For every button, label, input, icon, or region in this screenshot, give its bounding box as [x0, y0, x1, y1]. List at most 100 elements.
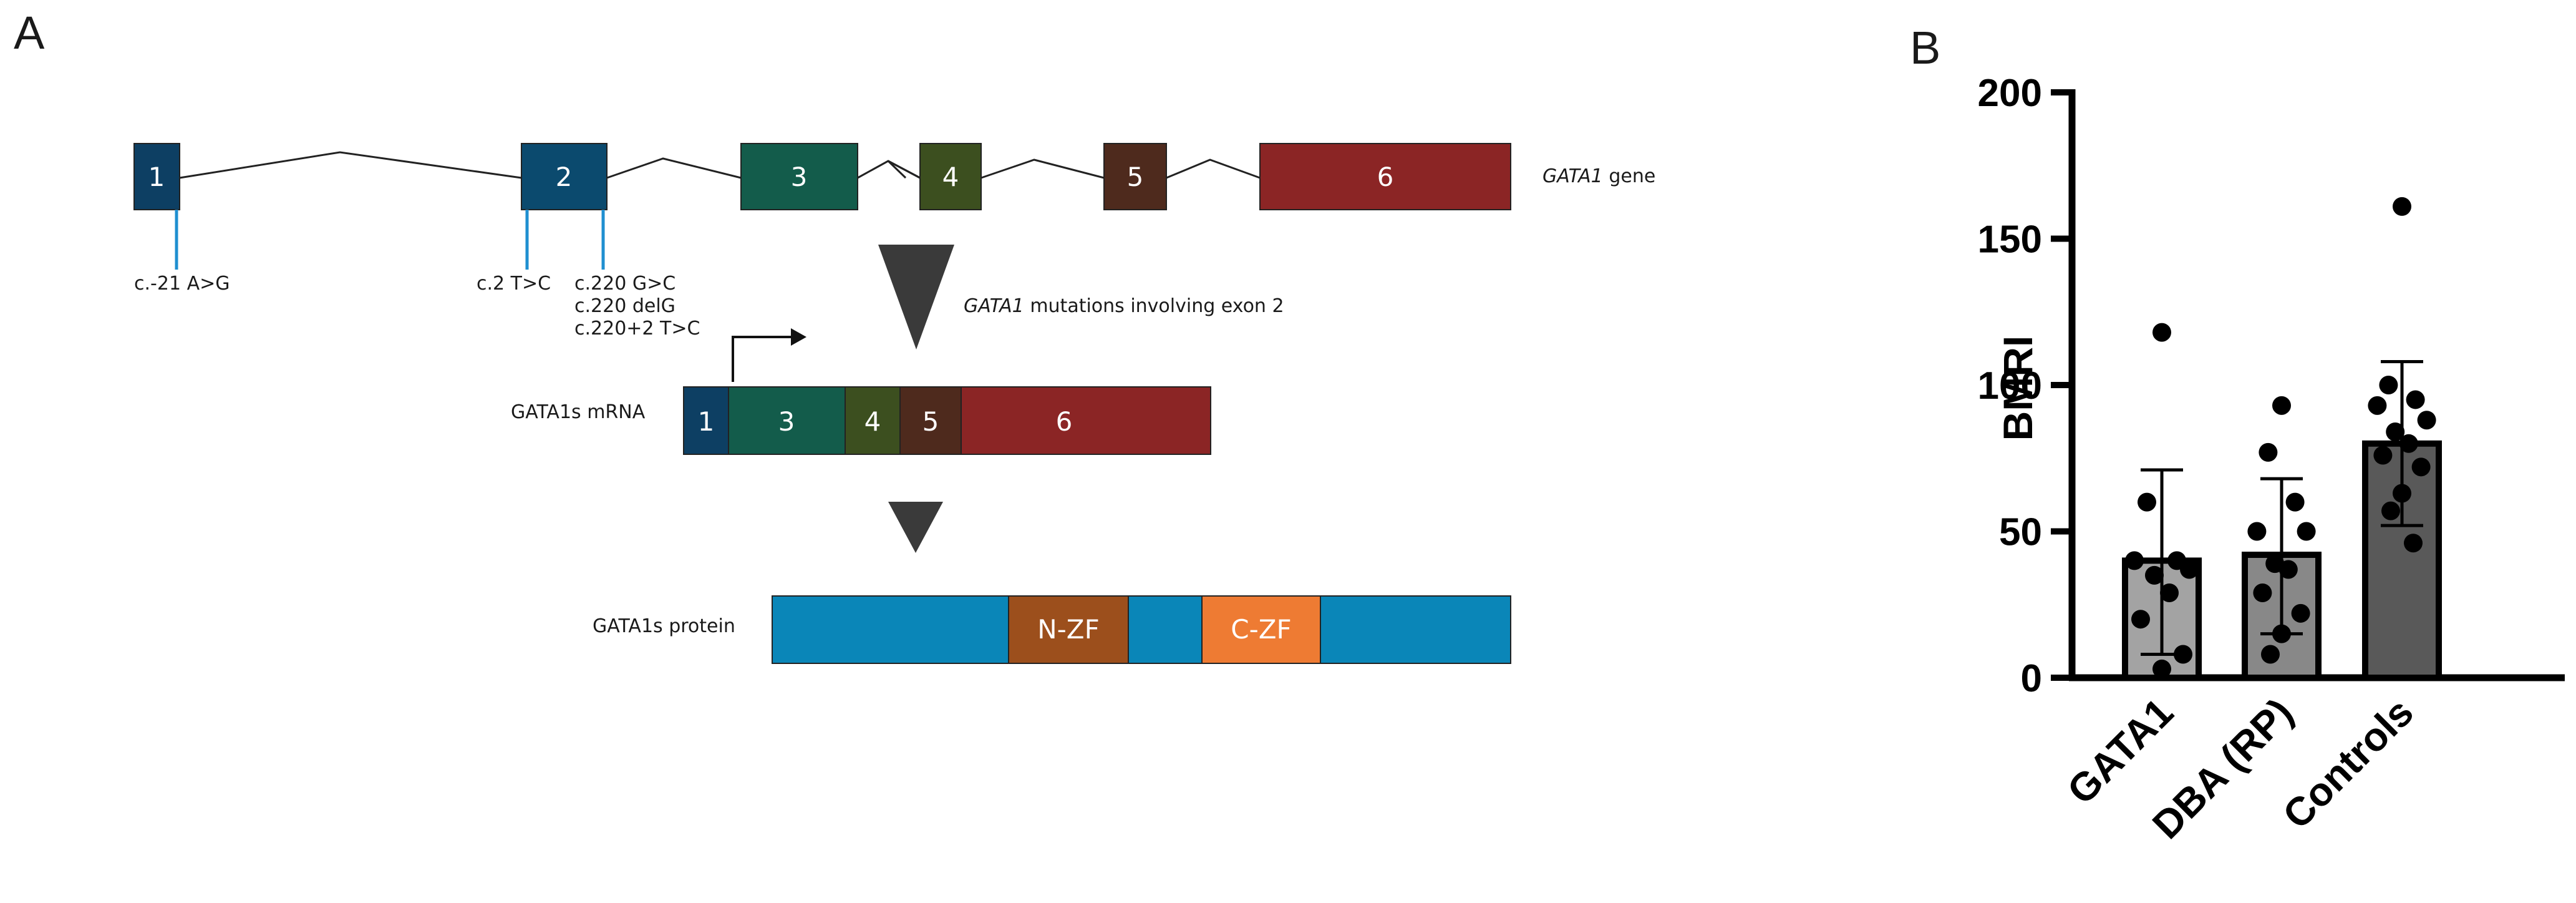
exon-1-label: 1 [148, 162, 165, 192]
exon-5-label: 5 [1127, 162, 1144, 192]
exon-2-label: 2 [556, 162, 573, 192]
data-point-2-8 [2253, 583, 2272, 602]
intron-2-3 [606, 157, 742, 179]
y-tick-label: 0 [2021, 657, 2042, 700]
y-axis-title: BMRI [1995, 336, 2041, 441]
data-point-3-4 [2368, 396, 2387, 415]
data-point-2-2 [2259, 442, 2278, 462]
data-point-2-7 [2278, 560, 2298, 579]
gene-exon-3: 3 [740, 143, 858, 210]
data-point-1-10 [2152, 659, 2171, 678]
mutation-label-c220-2: c.220 delG [574, 295, 675, 317]
gene-exon-4: 4 [919, 143, 982, 210]
mrna-exon-6-box [961, 386, 1211, 455]
exon-1-box [133, 143, 180, 210]
intron-1-2 [179, 151, 522, 179]
data-point-1-4 [2125, 551, 2144, 570]
exon-3-label: 3 [791, 162, 808, 192]
mrna-exons: 1 3 4 5 6 [683, 386, 1211, 455]
data-point-3-9 [2411, 457, 2431, 477]
mrna-exon-6-label: 6 [1056, 406, 1073, 437]
mrna-exon-1-label: 1 [698, 406, 715, 437]
mrna-exon-3-label: 3 [778, 406, 795, 437]
gene-label-rest: gene [1603, 165, 1656, 187]
gene-label-italic: GATA1 [1542, 165, 1603, 187]
data-point-2-10 [2272, 624, 2291, 643]
protein-label: GATA1s protein [593, 615, 735, 637]
protein: N-ZF C-ZF [772, 595, 1511, 664]
data-point-3-10 [2393, 484, 2411, 503]
panel-a-letter: A [14, 7, 45, 59]
data-point-2-5 [2297, 522, 2316, 541]
mrna-exon-5-box [899, 386, 962, 455]
data-point-3-3 [2406, 390, 2425, 409]
domain-c-zf-box [1201, 595, 1321, 664]
mrna-exon-4-label: 4 [864, 406, 881, 437]
data-point-1-7 [2160, 583, 2179, 602]
data-point-2-4 [2247, 522, 2267, 541]
gene-label: GATA1 gene [1542, 165, 1655, 187]
y-tick-label: 100 [1978, 364, 2042, 408]
gene-exon-5: 5 [1103, 143, 1167, 210]
gene-exons: 1 2 3 4 5 6 [133, 143, 1511, 210]
data-point-1-9 [2174, 645, 2192, 664]
data-point-1-8 [2131, 610, 2150, 629]
down-arrow-large [878, 245, 954, 349]
arrow-label: GATA1 mutations involving exon 2 [964, 295, 1284, 317]
y-tick-label: 50 [1999, 511, 2042, 554]
exon-6-box [1259, 143, 1511, 210]
x-tick-label-1: GATA1 [2058, 690, 2182, 813]
exon-2-box [521, 143, 608, 210]
arrow-label-italic: GATA1 [964, 295, 1024, 317]
gene-exon-6: 6 [1259, 143, 1511, 210]
data-point-3-6 [2386, 422, 2405, 442]
intron-lines [179, 151, 1261, 179]
data-point-3-1 [2393, 197, 2411, 216]
mutation-label-exon1: c.-21 A>G [134, 273, 230, 295]
panel-a: A 1 2 3 4 [14, 7, 1655, 664]
mrna-exon-4-box [845, 386, 901, 455]
mutation-label-c2: c.2 T>C [477, 273, 551, 295]
mutation-label-c220-1: c.220 G>C [574, 273, 675, 295]
exon-4-label: 4 [942, 162, 959, 192]
gene-exon-1: 1 [133, 143, 180, 210]
tss-head [791, 328, 806, 346]
data-point-2-1 [2272, 396, 2291, 415]
data-point-1-6 [2145, 565, 2164, 585]
transcription-start-arrow [732, 328, 806, 382]
gene-exon-2: 2 [521, 143, 608, 210]
data-point-3-12 [2404, 534, 2423, 553]
y-tick-label: 200 [1978, 72, 2042, 115]
bar-3 [2362, 440, 2442, 681]
error-bars [2141, 359, 2423, 656]
intron-4-5 [981, 159, 1105, 179]
intron-3-4 [857, 160, 921, 179]
exon-6-label: 6 [1377, 162, 1394, 192]
mrna-label: GATA1s mRNA [511, 401, 646, 423]
data-point-3-11 [2381, 501, 2400, 520]
panel-b-letter: B [1910, 22, 1940, 74]
intron-5-6 [1166, 159, 1261, 179]
data-point-1-2 [2138, 492, 2156, 512]
tss-line [732, 336, 795, 382]
exon-4-box [919, 143, 982, 210]
data-point-2-11 [2261, 645, 2280, 664]
data-point-2-3 [2285, 492, 2305, 512]
data-point-2-9 [2291, 603, 2310, 623]
domain-c-zf-label: C-ZF [1231, 614, 1291, 645]
exon-5-box [1103, 143, 1167, 210]
mrna-exon-5-label: 5 [922, 406, 939, 437]
protein-bar [772, 595, 1511, 664]
data-point-3-2 [2379, 376, 2398, 394]
domain-n-zf-label: N-ZF [1037, 614, 1100, 645]
exon-3-box [740, 143, 858, 210]
down-arrow-small [888, 502, 943, 553]
data-point-3-5 [2417, 411, 2436, 430]
mutation-markers: c.-21 A>G c.2 T>C c.220 G>C c.220 delG c… [134, 210, 700, 339]
mutation-label-c220-3: c.220+2 T>C [574, 318, 700, 339]
